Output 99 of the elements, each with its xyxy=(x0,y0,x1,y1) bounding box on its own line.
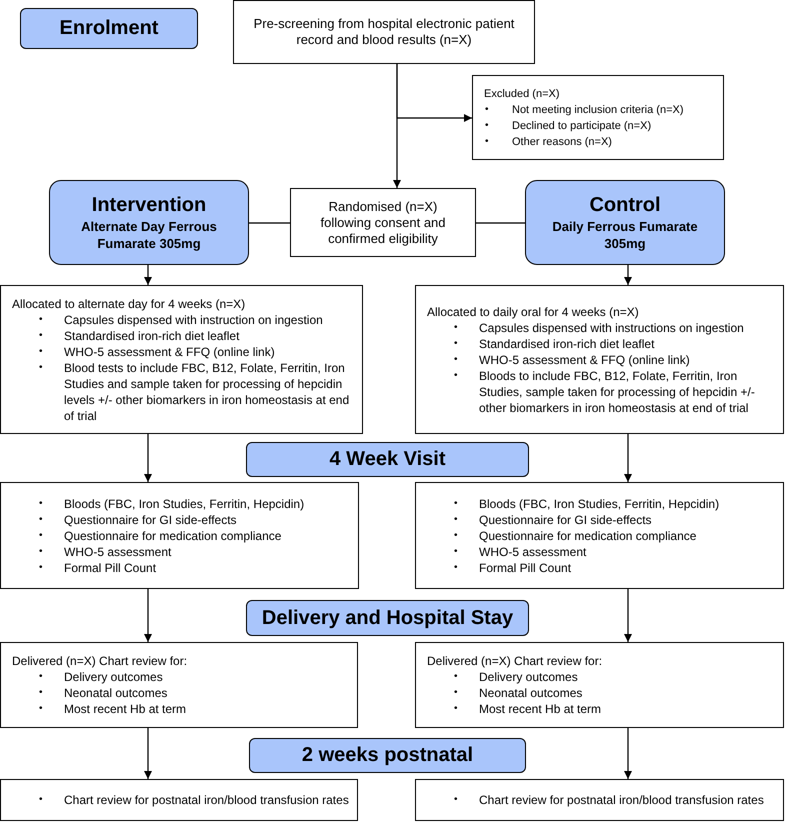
list-heading: Delivered (n=X) Chart review for: xyxy=(12,653,188,669)
bullet: • xyxy=(39,686,44,700)
box-text: Randomised (n=X) following consent and confirmed eligibility xyxy=(319,198,447,246)
phase-label xyxy=(246,442,529,477)
list-item: WHO-5 assessment & FFQ (online link) xyxy=(479,352,690,368)
list-item: Neonatal outcomes xyxy=(479,685,582,701)
arrow xyxy=(624,265,632,285)
bullet: • xyxy=(454,336,459,350)
list-item: Not meeting inclusion criteria (n=X) xyxy=(512,102,684,118)
bullet: • xyxy=(454,702,459,716)
bullet: • xyxy=(454,528,459,542)
arm-title: Control xyxy=(589,193,661,218)
bullet: • xyxy=(39,360,44,374)
bullet: • xyxy=(485,102,490,116)
arrow xyxy=(144,589,152,642)
arm-subtitle: Daily Ferrous Fumarate 305mg xyxy=(551,218,699,252)
bullet: • xyxy=(39,496,44,510)
process-box xyxy=(415,285,784,434)
list-heading: Delivered (n=X) Chart review for: xyxy=(427,653,604,669)
arm-box xyxy=(525,180,725,265)
arrow xyxy=(144,728,152,779)
bullet: • xyxy=(454,544,459,558)
bullet: • xyxy=(454,793,459,807)
list-item: Questionnaire for GI side-effects xyxy=(64,512,237,528)
process-box xyxy=(0,482,359,589)
arrow xyxy=(144,265,152,285)
bullet: • xyxy=(485,118,490,132)
process-box xyxy=(0,642,358,728)
arrow xyxy=(396,64,472,122)
bullet: • xyxy=(39,312,44,326)
arrow xyxy=(144,434,152,482)
arrow xyxy=(624,728,632,779)
list-heading: Allocated to alternate day for 4 weeks (n=X) xyxy=(12,296,246,312)
process-box xyxy=(0,285,363,434)
bullet: • xyxy=(39,702,44,716)
bullet: • xyxy=(39,344,44,358)
list-item: Formal Pill Count xyxy=(479,560,572,576)
process-box xyxy=(233,0,535,64)
list-item: Neonatal outcomes xyxy=(64,685,168,701)
list-item: Most recent Hb at term xyxy=(479,701,602,717)
list-item: Questionnaire for medication compliance xyxy=(479,528,696,544)
bullet: • xyxy=(39,793,44,807)
bullet: • xyxy=(485,134,490,148)
list-item: Chart review for postnatal iron/blood transfusion rates xyxy=(479,792,764,808)
bullet: • xyxy=(454,512,459,526)
bullet: • xyxy=(454,320,459,334)
list-heading: Excluded (n=X) xyxy=(484,86,561,102)
list-item: Delivery outcomes xyxy=(64,669,163,685)
phase-heading: Enrolment xyxy=(60,16,158,41)
phase-label xyxy=(20,8,198,49)
arm-box xyxy=(49,180,249,265)
list-item: Bloods to include FBC, B12, Folate, Ferritin, Iron Studies, sample taken for processing of hepcidin +/- other biomarkers in iron homeostasis at end of trial xyxy=(479,368,756,416)
phase-label xyxy=(246,600,529,636)
list-item: Other reasons (n=X) xyxy=(512,134,612,150)
process-box xyxy=(290,188,476,257)
bullet: • xyxy=(454,670,459,684)
list-item: WHO-5 assessment & FFQ (online link) xyxy=(64,344,275,360)
process-box xyxy=(0,779,358,821)
list-item: Capsules dispensed with instruction on ingestion xyxy=(64,312,323,328)
list-item: Bloods (FBC, Iron Studies, Ferritin, Hepcidin) xyxy=(64,496,304,512)
phase-heading: Delivery and Hospital Stay xyxy=(262,606,514,630)
bullet: • xyxy=(454,496,459,510)
arm-subtitle: Alternate Day Ferrous Fumarate 305mg xyxy=(80,218,218,252)
bullet: • xyxy=(454,352,459,366)
list-item: Standardised iron-rich diet leaflet xyxy=(479,336,654,352)
bullet: • xyxy=(39,544,44,558)
process-box xyxy=(415,642,784,728)
bullet: • xyxy=(454,560,459,574)
list-item: Formal Pill Count xyxy=(64,560,156,576)
phase-heading: 2 weeks postnatal xyxy=(302,743,474,768)
phase-label xyxy=(249,738,526,773)
list-item: WHO-5 assessment xyxy=(479,544,586,560)
list-item: Blood tests to include FBC, B12, Folate, Ferritin, Iron Studies and sample taken for processing of hepcidin levels +/- other biomarkers in iron homeostasis at end of trial xyxy=(64,360,350,424)
list-item: Questionnaire for medication compliance xyxy=(64,528,282,544)
phase-heading: 4 Week Visit xyxy=(330,447,446,472)
list-item: Capsules dispensed with instructions on ingestion xyxy=(479,320,744,336)
bullet: • xyxy=(39,512,44,526)
list-item: Questionnaire for GI side-effects xyxy=(479,512,652,528)
list-item: Delivery outcomes xyxy=(479,669,578,685)
arm-title: Intervention xyxy=(92,193,206,218)
list-item: WHO-5 assessment xyxy=(64,544,172,560)
list-heading: Allocated to daily oral for 4 weeks (n=X) xyxy=(427,304,640,320)
bullet: • xyxy=(39,328,44,342)
list-item: Chart review for postnatal iron/blood transfusion rates xyxy=(64,792,349,808)
list-item: Most recent Hb at term xyxy=(64,701,186,717)
bullet: • xyxy=(39,670,44,684)
arrow xyxy=(624,434,632,482)
arrow xyxy=(624,589,632,642)
process-box xyxy=(415,482,784,589)
bullet: • xyxy=(454,368,459,382)
process-box xyxy=(472,75,724,160)
box-text: Pre-screening from hospital electronic patient record and blood results (n=X) xyxy=(252,16,516,48)
process-box xyxy=(415,779,784,821)
bullet: • xyxy=(39,560,44,574)
bullet: • xyxy=(39,528,44,542)
list-item: Declined to participate (n=X) xyxy=(512,118,652,134)
bullet: • xyxy=(454,686,459,700)
list-item: Standardised iron-rich diet leaflet xyxy=(64,328,240,344)
list-item: Bloods (FBC, Iron Studies, Ferritin, Hepcidin) xyxy=(479,496,720,512)
